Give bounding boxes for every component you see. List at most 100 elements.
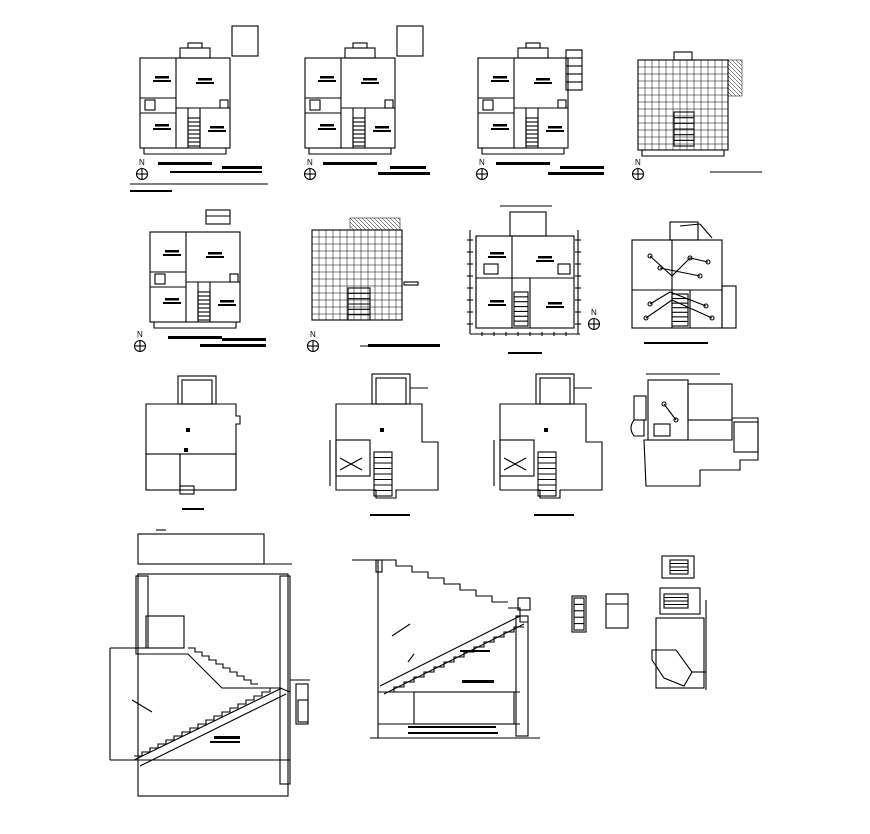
lower-flight [134, 687, 278, 757]
column-detail [297, 699, 309, 723]
stair-flight [537, 451, 557, 497]
stair-box [187, 117, 201, 147]
bay-window [630, 419, 645, 437]
room-label [490, 300, 504, 303]
leader-line [407, 653, 415, 663]
room-label [363, 78, 377, 81]
detail-plan [659, 587, 701, 615]
step-profile [134, 687, 278, 757]
title-bar [170, 171, 262, 173]
column-section [515, 615, 529, 737]
upper-flight [188, 647, 258, 685]
room-label [490, 252, 504, 255]
room-outline [499, 439, 535, 477]
side-block [721, 285, 737, 329]
title-bar [390, 166, 426, 169]
landing-line [110, 647, 291, 693]
upper-flight [380, 559, 508, 603]
wiring-run [663, 403, 677, 421]
room-label [536, 78, 550, 81]
step-profile [188, 647, 258, 685]
fixture [673, 417, 679, 423]
stair-box [197, 291, 211, 321]
leader-line [131, 699, 153, 713]
building-section [137, 573, 289, 797]
stair-flight [525, 117, 539, 147]
hatch-line [381, 217, 395, 231]
toilet [219, 99, 229, 109]
title-bar [368, 344, 440, 347]
hatch-line [397, 217, 401, 221]
north-arrow: N [135, 158, 149, 181]
hatch-line [349, 221, 359, 231]
north-arrow-letter: N [591, 308, 597, 317]
balcony [733, 421, 759, 453]
toilet [229, 273, 239, 283]
title-bar [408, 726, 496, 728]
column-mark [544, 428, 548, 432]
room-label [210, 126, 224, 129]
stair-flight [352, 117, 366, 147]
room-label [534, 82, 552, 84]
room-label [208, 252, 222, 255]
landing-line [508, 607, 528, 623]
step-profile [384, 626, 524, 693]
north-arrow: N [587, 308, 601, 331]
room-outline [335, 439, 371, 477]
room-outline [179, 453, 237, 491]
light-fixture [709, 315, 715, 321]
room-label [153, 80, 171, 82]
room-label [538, 256, 552, 259]
toilet [557, 99, 567, 109]
stair-box [352, 117, 366, 147]
stair-flight [347, 287, 371, 321]
plinth [481, 148, 565, 155]
wiring-run [645, 299, 713, 319]
diagonal [503, 457, 527, 471]
stair-slab [133, 687, 283, 761]
staircase-details [571, 555, 707, 690]
hatch-line [727, 71, 743, 87]
room-label [220, 300, 234, 303]
room-label [165, 250, 179, 253]
wiring-run [679, 223, 701, 227]
hatch-line [727, 63, 743, 79]
stair-slab [379, 615, 521, 687]
room-label [491, 80, 509, 82]
title-bar [644, 342, 708, 344]
hatch-line [365, 217, 379, 231]
diagonal [339, 457, 363, 471]
foundation-plan-4 [630, 373, 759, 487]
north-arrow-letter: N [307, 158, 313, 167]
hatch-line [377, 217, 391, 231]
terrace-plan-1: N [631, 51, 762, 181]
room-label [493, 124, 507, 127]
room-label [375, 126, 389, 129]
hatch-line [349, 217, 363, 231]
room-label [488, 304, 506, 306]
plinth [308, 148, 392, 155]
room-label [163, 254, 181, 256]
room-label [155, 76, 169, 79]
plan-title [323, 162, 377, 165]
balcony [509, 211, 547, 237]
stair-box [573, 597, 585, 631]
fixture [661, 401, 667, 407]
water-tank-hatch [727, 59, 743, 97]
steps [179, 485, 195, 495]
balcony-rail [187, 42, 203, 49]
room-label [493, 76, 507, 79]
stair-box [671, 293, 689, 327]
plinth [153, 322, 237, 329]
column-mark [184, 448, 188, 452]
room-label [548, 126, 562, 129]
room-label [163, 302, 181, 304]
detail-box [655, 617, 705, 689]
hatch-line [385, 217, 399, 231]
hatch-line [727, 87, 737, 97]
hatch-line [727, 79, 743, 95]
hatch-line [357, 217, 371, 231]
room-label [548, 302, 562, 305]
room-label [208, 130, 226, 132]
